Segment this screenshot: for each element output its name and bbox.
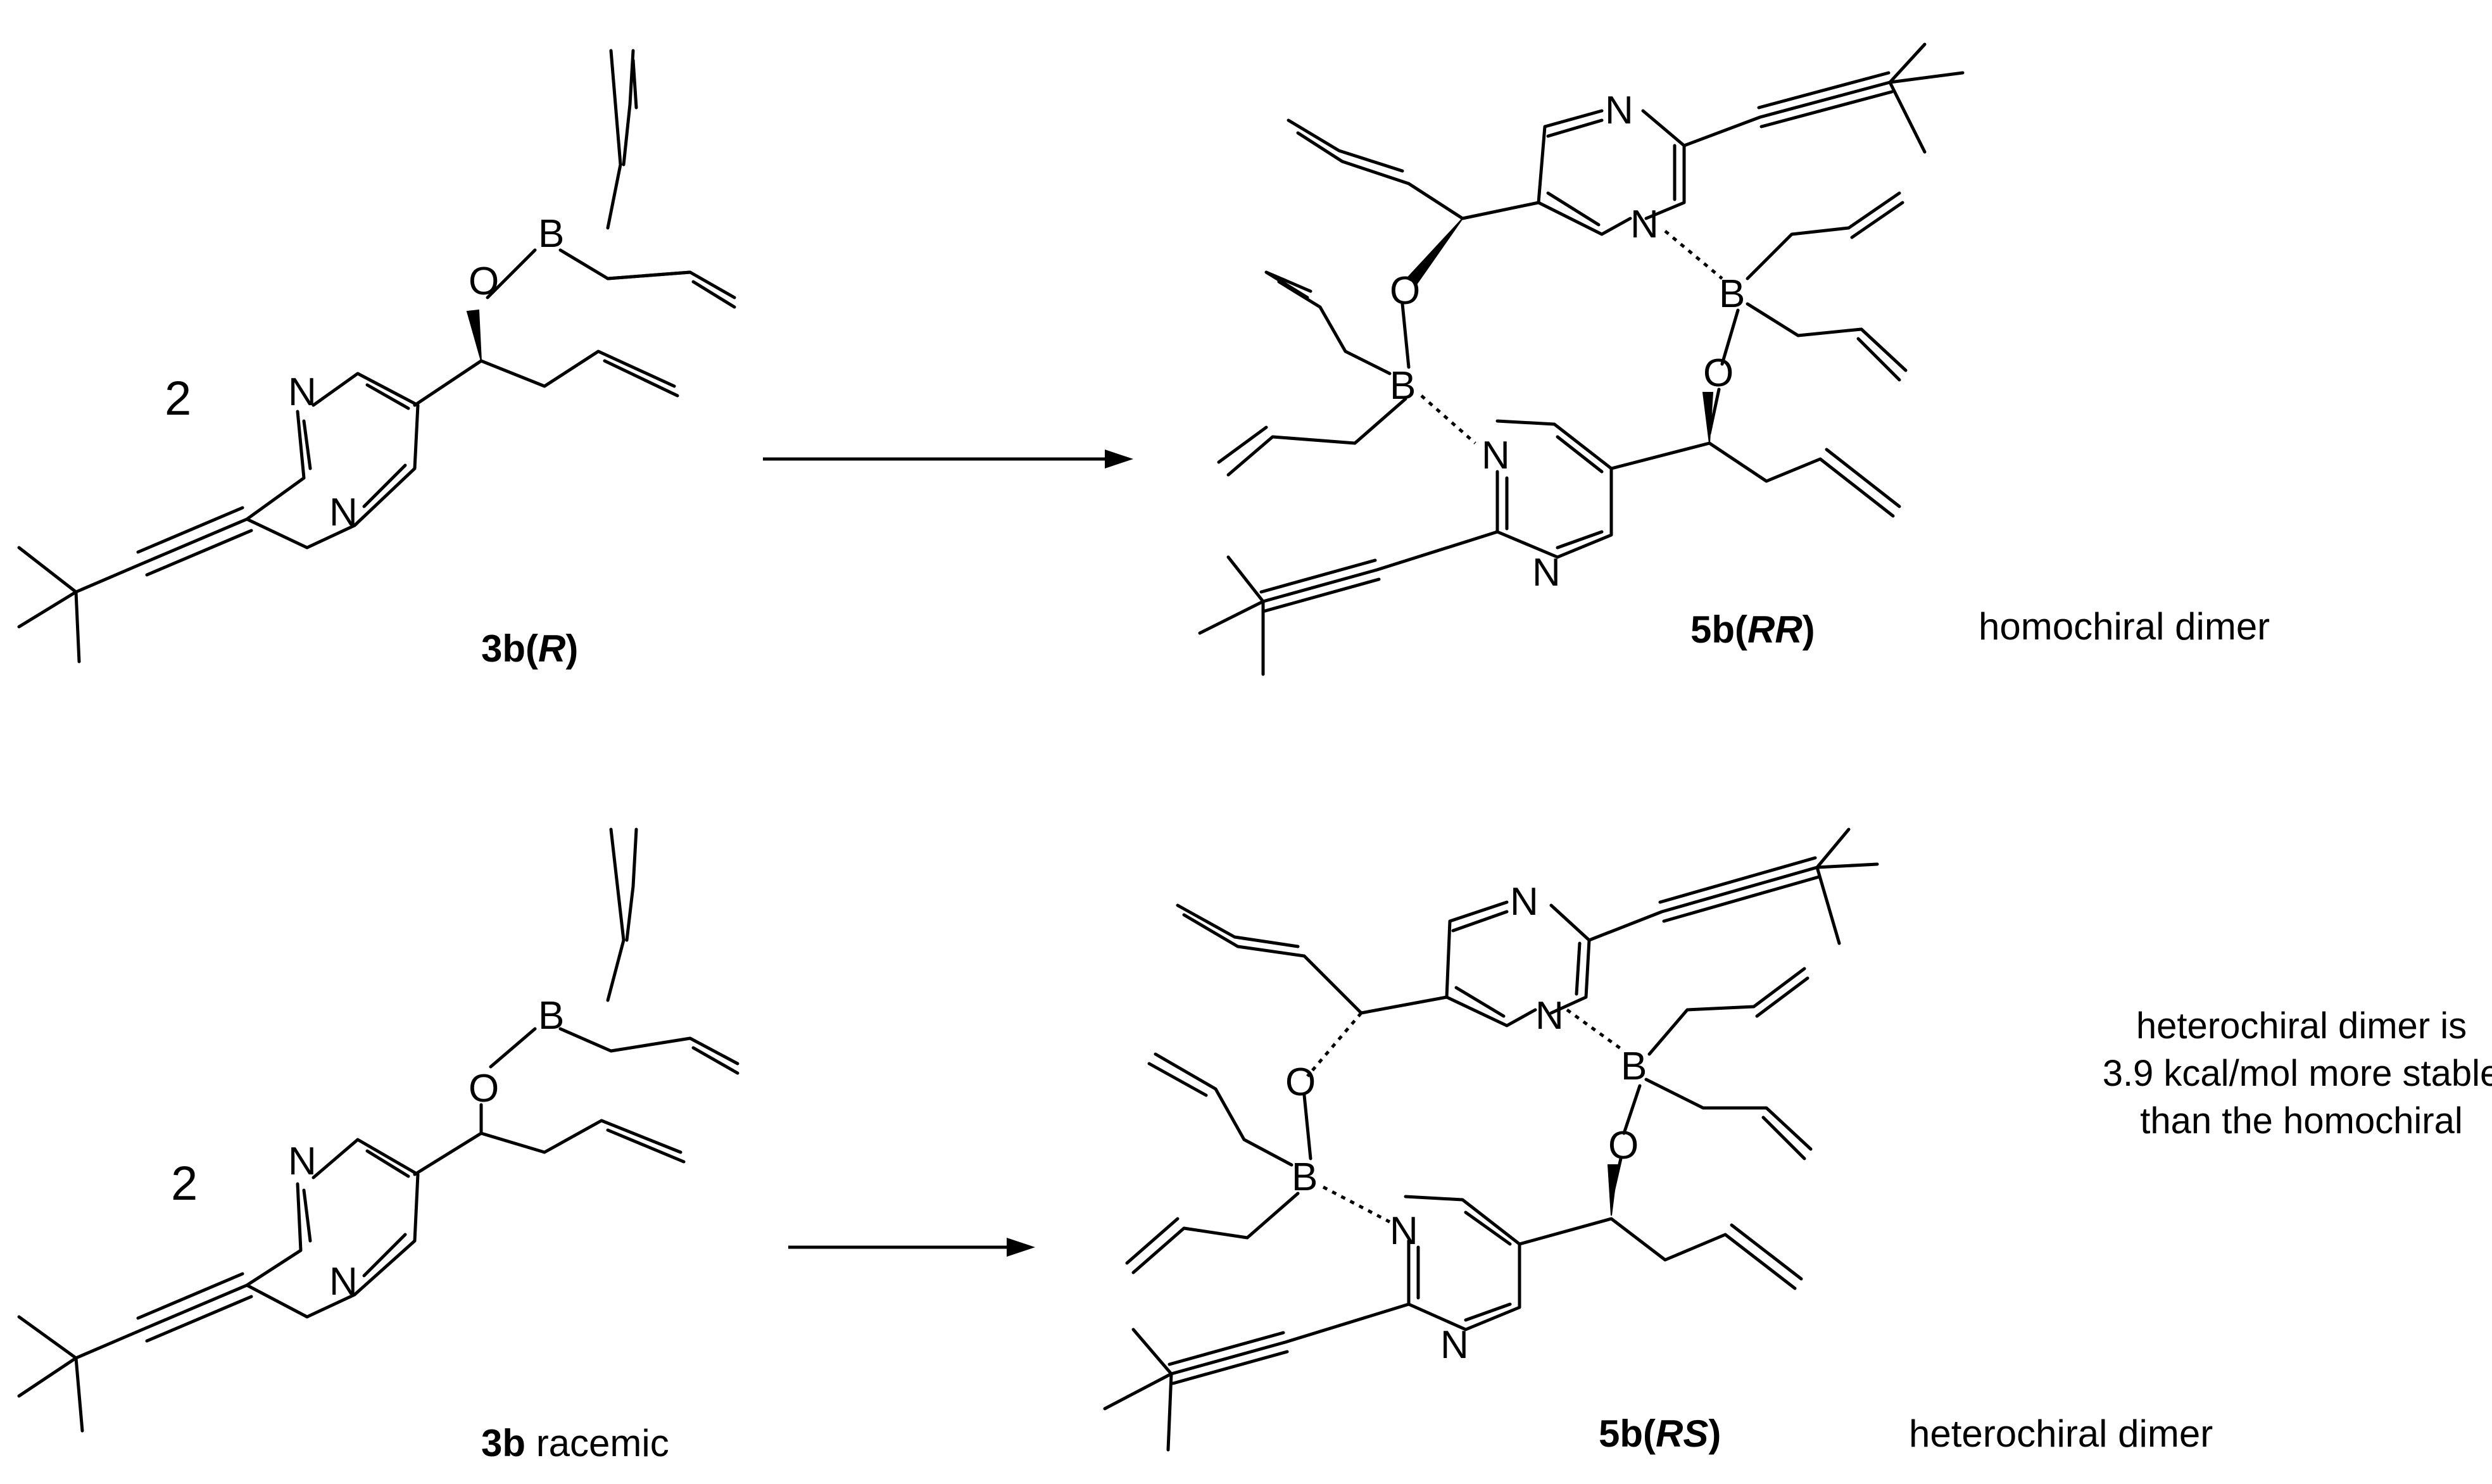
nitrogen-atom: N [1440, 1323, 1469, 1367]
oxygen-atom: O [469, 260, 499, 303]
nitrogen-atom: N [1532, 551, 1561, 594]
nitrogen-atom: N [288, 370, 317, 414]
oxygen-atom: O [1285, 1060, 1316, 1104]
stability-note: heterochiral dimer is 3.9 kcal/mol more … [2103, 1005, 2492, 1141]
reaction-arrow [763, 450, 1133, 468]
product-description: heterochiral dimer [1909, 1412, 2213, 1455]
nitrogen-atom: N [1630, 203, 1659, 246]
nitrogen-atom: N [1510, 880, 1539, 924]
product-label: 5b(RR) [1690, 608, 1815, 651]
nitrogen-atom: N [1482, 434, 1510, 477]
nitrogen-atom: N [1605, 89, 1633, 132]
boron-atom: B [538, 212, 564, 256]
stoichiometric-coefficient: 2 [171, 1157, 198, 1210]
oxygen-atom: O [1608, 1124, 1639, 1167]
nitrogen-atom: N [329, 1260, 358, 1304]
stability-note-line: heterochiral dimer is [2136, 1005, 2467, 1047]
nitrogen-atom: N [1535, 994, 1564, 1038]
reactant-label: 3b(R) [481, 627, 578, 670]
stability-note-line: than the homochiral [2140, 1100, 2462, 1141]
oxygen-atom: O [1390, 269, 1420, 313]
monomer-3b-racemic: O B N N [17, 827, 739, 1433]
boron-atom: B [1292, 1155, 1318, 1199]
stability-note-line: 3.9 kcal/mol more stable [2103, 1053, 2492, 1094]
nitrogen-atom: N [1390, 1209, 1418, 1253]
nitrogen-atom: N [329, 491, 358, 534]
boron-atom: B [1719, 272, 1745, 316]
nitrogen-atom: N [288, 1140, 317, 1183]
monomer-3b-r: O B N N [17, 49, 736, 663]
boron-atom: B [1621, 1045, 1647, 1088]
oxygen-atom: O [469, 1067, 499, 1110]
dimer-5b-rr: N N O B B O N N [1198, 42, 1965, 676]
product-label: 5b(RS) [1599, 1412, 1721, 1455]
oxygen-atom: O [1703, 351, 1734, 395]
dimer-5b-rs: N N O B B O N N [1103, 827, 1879, 1452]
product-description: homochiral dimer [1979, 605, 2270, 648]
boron-atom: B [538, 994, 564, 1038]
stoichiometric-coefficient: 2 [165, 372, 191, 425]
reactant-label: 3b racemic [481, 1422, 669, 1464]
reaction-arrow [788, 1238, 1035, 1257]
boron-atom: B [1390, 364, 1416, 408]
